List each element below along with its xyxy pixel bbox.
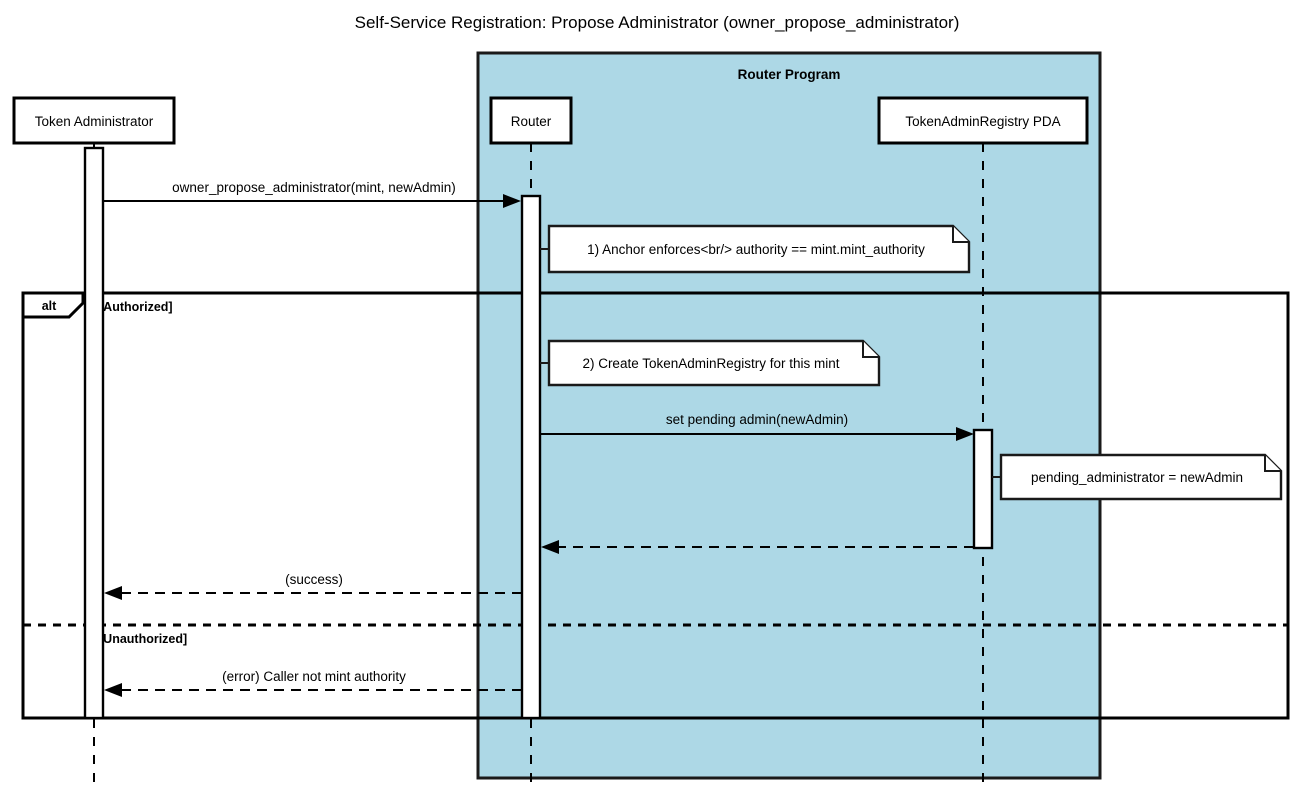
participant-token-admin-registry-pda-box[interactable]: [877, 96, 1089, 145]
message-success-arrowhead: [104, 586, 122, 600]
message-success-label: (success): [285, 572, 343, 587]
activation-token-admin-registry-pda: [972, 428, 994, 550]
message-success: (success): [104, 572, 522, 600]
fragment-alt: alt [Authorized] [Unauthorized]: [21, 291, 1290, 720]
diagram-title: Self-Service Registration: Propose Admin…: [355, 13, 960, 32]
fragment-alt-border: [21, 291, 1290, 720]
fragment-alt-operator-label: alt: [42, 299, 57, 313]
participant-token-administrator-label: Token Administrator: [35, 114, 154, 129]
activation-token-administrator: [83, 146, 105, 720]
message-pda-return-arrowhead: [541, 540, 559, 554]
message-owner-propose-administrator-arrowhead: [503, 194, 521, 208]
group-router-program-rect: [476, 51, 1102, 780]
message-set-pending-admin-arrowhead: [956, 427, 974, 441]
note-pending-administrator-body: [999, 453, 1283, 501]
message-set-pending-admin: set pending admin(newAdmin): [540, 412, 974, 441]
group-router-program-label: Router Program: [738, 67, 841, 82]
fragment-alt-guard-authorized: [Authorized]: [99, 300, 173, 314]
fragment-alt-operator-tab: [21, 291, 85, 319]
participant-router-box[interactable]: [489, 96, 573, 145]
note-anchor-enforces-fold: [952, 226, 969, 243]
note-create-registry-text: 2) Create TokenAdminRegistry for this mi…: [582, 356, 839, 371]
fragment-alt-guard-unauthorized: [Unauthorized]: [99, 632, 187, 646]
message-error-label: (error) Caller not mint authority: [222, 669, 406, 684]
note-anchor-enforces-body: [547, 224, 971, 274]
message-owner-propose-administrator: owner_propose_administrator(mint, newAdm…: [103, 180, 521, 208]
note-pending-administrator: pending_administrator = newAdmin: [992, 453, 1283, 501]
participant-token-administrator[interactable]: Token Administrator: [12, 96, 176, 145]
participant-router-label: Router: [511, 114, 552, 129]
activation-router: [520, 194, 542, 720]
message-owner-propose-administrator-label: owner_propose_administrator(mint, newAdm…: [172, 180, 456, 195]
note-pending-administrator-fold: [1264, 455, 1281, 472]
participant-token-administrator-box[interactable]: [12, 96, 176, 145]
participant-router[interactable]: Router: [489, 96, 573, 145]
message-set-pending-admin-label: set pending admin(newAdmin): [666, 412, 848, 427]
note-pending-administrator-text: pending_administrator = newAdmin: [1031, 470, 1243, 485]
message-error-arrowhead: [104, 683, 122, 697]
participant-token-admin-registry-pda-label: TokenAdminRegistry PDA: [905, 114, 1060, 129]
note-anchor-enforces-text: 1) Anchor enforces<br/> authority == min…: [587, 242, 925, 257]
message-pda-return: [541, 540, 974, 554]
note-create-registry-body: [547, 339, 881, 387]
note-create-registry-fold: [862, 341, 879, 358]
message-error-caller-not-mint-authority: (error) Caller not mint authority: [104, 669, 522, 697]
note-anchor-enforces: 1) Anchor enforces<br/> authority == min…: [540, 224, 971, 274]
note-create-registry: 2) Create TokenAdminRegistry for this mi…: [540, 339, 881, 387]
group-router-program: Router Program: [476, 51, 1102, 780]
participant-token-admin-registry-pda[interactable]: TokenAdminRegistry PDA: [877, 96, 1089, 145]
